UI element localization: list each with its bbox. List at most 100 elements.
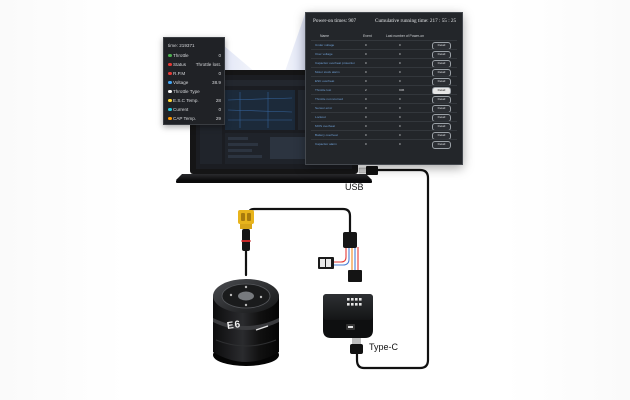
signal-wires — [333, 247, 359, 270]
type-c-label: Type-C — [369, 342, 399, 352]
telemetry-row: Voltage 38.9 — [168, 79, 221, 86]
event-last: 0 — [399, 43, 401, 47]
telemetry-time: time: 219371 — [168, 43, 195, 48]
event-last: 0 — [399, 70, 401, 74]
motor-model-label: E6 — [226, 319, 242, 332]
telemetry-row: Status Throttle lost. — [168, 61, 221, 68]
event-count: 0 — [365, 106, 367, 110]
telemetry-value: 0 — [218, 53, 221, 58]
telemetry-row: Throttle 0 — [168, 52, 221, 59]
error-statistics-panel: Power-on times: 907 Cumulative running t… — [305, 12, 463, 165]
telemetry-row: CAP Temp. 29 — [168, 115, 221, 122]
cumulative-running-time: Cumulative running time: 217 : 55 : 25 — [375, 18, 457, 24]
event-name: Capacitor alarm — [315, 142, 337, 146]
event-last: 0 — [399, 142, 401, 146]
table-row: ESC overheat 0 0 Detail — [311, 76, 457, 86]
event-name: Sensor error — [315, 106, 333, 110]
telemetry-panel: time: 219371 Throttle 0 Status Throttle … — [163, 37, 225, 125]
column-header-name: Name — [320, 34, 330, 38]
event-count: 0 — [365, 43, 367, 47]
event-count: 0 — [365, 70, 367, 74]
status-dot-icon — [168, 71, 172, 75]
event-last: 0 — [399, 124, 401, 128]
event-last: 0 — [399, 106, 401, 110]
event-count: 0 — [365, 133, 367, 137]
table-row: Capacitor overheat protection 0 0 Detail — [311, 58, 457, 68]
power-on-times: Power-on times: 907 — [313, 18, 357, 24]
telemetry-value: 0 — [218, 107, 221, 112]
telemetry-row: R.P.M 0 — [168, 70, 221, 77]
telemetry-value: 0 — [218, 71, 221, 76]
status-dot-icon — [168, 53, 172, 57]
event-last: 0 — [399, 79, 401, 83]
telemetry-value: 29 — [215, 116, 221, 121]
event-name: Lockout — [315, 115, 326, 119]
event-count: 0 — [365, 79, 367, 83]
xt-connector — [238, 210, 254, 251]
telemetry-label: E.S.C Temp. — [173, 98, 199, 103]
status-dot-icon — [168, 89, 172, 93]
usb-plug — [358, 166, 378, 175]
event-last: 906 — [399, 88, 405, 92]
telemetry-value: 28 — [215, 98, 221, 103]
motor — [213, 279, 279, 366]
event-name: Battery overheat — [315, 133, 338, 137]
programming-box — [323, 294, 373, 338]
event-last: 0 — [399, 52, 401, 56]
event-count: 0 — [365, 61, 367, 65]
table-row: Lockout 0 0 Detail — [311, 112, 457, 122]
column-header-event: Event — [363, 34, 372, 38]
telemetry-label: CAP Temp. — [173, 116, 197, 121]
telemetry-label: Voltage — [173, 80, 189, 85]
event-name: Motor stuck alarm — [315, 70, 340, 74]
table-row: Sensor error 0 0 Detail — [311, 103, 457, 113]
telemetry-label: Throttle Type — [173, 89, 200, 94]
event-count: 0 — [365, 52, 367, 56]
usb-label: USB — [345, 182, 364, 192]
event-last: 0 — [399, 133, 401, 137]
column-header-last-power-on: Last number of Power-on — [386, 34, 425, 38]
event-last: 0 — [399, 97, 401, 101]
table-row: MOS overheat 0 0 Detail — [311, 121, 457, 131]
status-dot-icon — [168, 62, 172, 66]
status-dot-icon — [168, 107, 172, 111]
event-name: ESC overheat — [315, 79, 335, 83]
event-name: Throttle lost — [315, 88, 332, 92]
table-row: Motor stuck alarm 0 0 Detail — [311, 67, 457, 77]
table-row: Over voltage 0 0 Detail — [311, 49, 457, 59]
event-count: 2 — [365, 88, 367, 92]
telemetry-label: Throttle — [173, 53, 189, 58]
event-name: Under voltage — [315, 43, 335, 47]
status-dot-icon — [168, 80, 172, 84]
event-last: 0 — [399, 115, 401, 119]
table-row: Under voltage 0 0 Detail — [311, 40, 457, 50]
event-count: 0 — [365, 142, 367, 146]
telemetry-value: 38.9 — [212, 80, 221, 85]
table-row: Battery overheat 0 0 Detail — [311, 130, 457, 140]
telemetry-label: Status — [173, 62, 187, 67]
telemetry-value: Throttle lost. — [195, 62, 221, 67]
programmer-plug — [348, 270, 362, 282]
telemetry-row: E.S.C Temp. 28 — [168, 97, 221, 104]
event-name: MOS overheat — [315, 124, 335, 128]
event-count: 0 — [365, 115, 367, 119]
telemetry-row: Throttle Type — [168, 88, 221, 95]
table-row: Throttle lost 2 906 Detail — [311, 85, 457, 95]
event-count: 0 — [365, 97, 367, 101]
event-name: Over voltage — [315, 52, 333, 56]
status-dot-icon — [168, 98, 172, 102]
telemetry-label: R.P.M — [173, 71, 186, 76]
table-row: Throttle not returned 0 0 Detail — [311, 94, 457, 104]
event-last: 0 — [399, 61, 401, 65]
status-dot-icon — [168, 116, 172, 120]
event-count: 0 — [365, 124, 367, 128]
telemetry-row: Current 0 — [168, 106, 221, 113]
servo-plug — [318, 257, 334, 269]
event-name: Throttle not returned — [315, 97, 344, 101]
telemetry-label: Current — [173, 107, 189, 112]
cable-junction — [343, 232, 357, 248]
detail-button[interactable]: Detail — [432, 141, 451, 149]
event-name: Capacitor overheat protection — [315, 61, 355, 65]
table-row: Capacitor alarm 0 0 Detail — [311, 139, 457, 149]
